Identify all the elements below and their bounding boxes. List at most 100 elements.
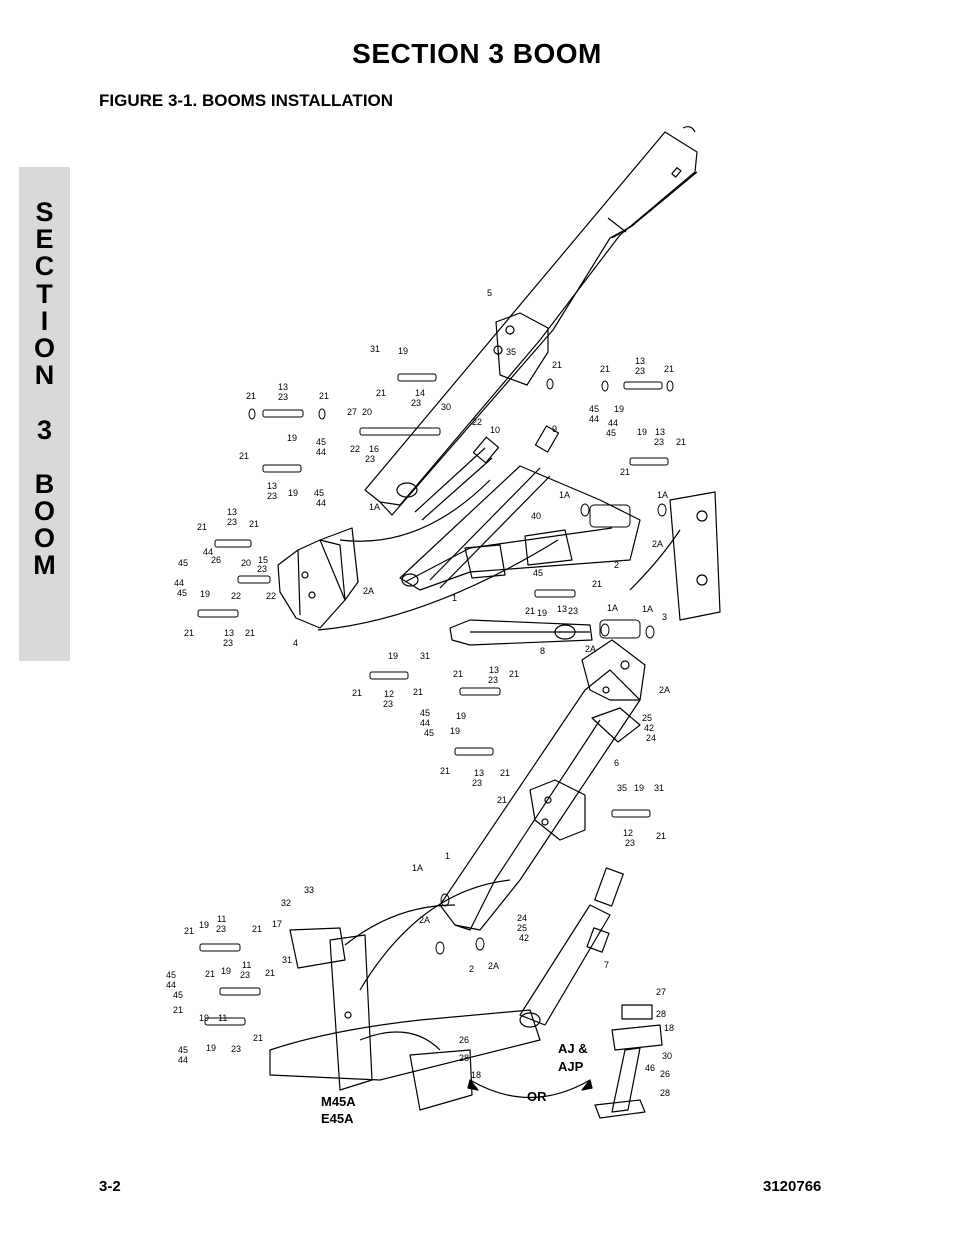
callout: 19 bbox=[388, 651, 398, 661]
side-tab-letter: T bbox=[36, 278, 53, 309]
callout: 28 bbox=[656, 1009, 666, 1019]
callout: 20 bbox=[362, 407, 372, 417]
callout: 19 bbox=[199, 1013, 209, 1023]
callout: 18 bbox=[471, 1070, 481, 1080]
callout: 2A bbox=[652, 539, 663, 549]
callout: 31 bbox=[282, 955, 292, 965]
callout: 21 bbox=[253, 1033, 263, 1043]
callout: 23 bbox=[654, 437, 664, 447]
callout: 3 bbox=[662, 612, 667, 622]
callout: 44 bbox=[589, 414, 599, 424]
document-number: 3120766 bbox=[763, 1178, 822, 1195]
callout: 9 bbox=[552, 424, 557, 434]
callout: 21 bbox=[246, 391, 256, 401]
callout: 8 bbox=[540, 646, 545, 656]
callout: 35 bbox=[617, 783, 627, 793]
callout: 19 bbox=[614, 404, 624, 414]
callout: 1 bbox=[452, 593, 457, 603]
side-tab-letter: O bbox=[33, 332, 55, 363]
callout: 1A bbox=[369, 502, 380, 512]
callout: 21 bbox=[205, 969, 215, 979]
callout: 21 bbox=[245, 628, 255, 638]
mid-boom bbox=[399, 465, 721, 621]
callout: 21 bbox=[525, 606, 535, 616]
callout: 2A bbox=[659, 685, 670, 695]
callout: 21 bbox=[440, 766, 450, 776]
callout-labels: 5 31 19 35 21 21 14 23 13 23 21 21 19 45… bbox=[166, 288, 686, 1098]
callout: 45 bbox=[177, 588, 187, 598]
callout: 42 bbox=[644, 723, 654, 733]
callout: 45 bbox=[173, 990, 183, 1000]
callout: 19 bbox=[637, 427, 647, 437]
variant-label-or: OR bbox=[527, 1089, 547, 1104]
variant-label-ajp: AJP bbox=[558, 1059, 584, 1074]
callout: 45 bbox=[420, 708, 430, 718]
callout: 23 bbox=[267, 491, 277, 501]
page-title: SECTION 3 BOOM bbox=[352, 38, 602, 69]
callout: 26 bbox=[660, 1069, 670, 1079]
callout: 1A bbox=[642, 604, 653, 614]
callout: 26 bbox=[211, 555, 221, 565]
callout: 45 bbox=[178, 558, 188, 568]
callout: 23 bbox=[625, 838, 635, 848]
callout: 19 bbox=[456, 711, 466, 721]
callout: 21 bbox=[676, 437, 686, 447]
callout: 44 bbox=[166, 980, 176, 990]
cylinder-7 bbox=[519, 867, 624, 1028]
turntable-base bbox=[269, 879, 541, 1111]
callout: 1A bbox=[412, 863, 423, 873]
callout: 12 bbox=[623, 828, 633, 838]
callout: 2A bbox=[363, 586, 374, 596]
callout: 23 bbox=[223, 638, 233, 648]
callout: 19 bbox=[206, 1043, 216, 1053]
callout: 11 bbox=[218, 1013, 227, 1023]
callout: 19 bbox=[634, 783, 644, 793]
side-tab-letter: B bbox=[34, 468, 55, 499]
callout: 22 bbox=[350, 444, 360, 454]
figure-title: FIGURE 3-1. BOOMS INSTALLATION bbox=[99, 91, 394, 110]
callout: 44 bbox=[316, 447, 326, 457]
callout: 27 bbox=[347, 407, 357, 417]
callout: 30 bbox=[441, 402, 451, 412]
side-tab-letter: O bbox=[33, 496, 55, 527]
callout: 21 bbox=[376, 388, 386, 398]
callout: 35 bbox=[506, 347, 516, 357]
callout: 13 bbox=[474, 768, 484, 778]
callout: 13 bbox=[267, 481, 277, 491]
callout: 44 bbox=[174, 578, 184, 588]
callout: 25 bbox=[642, 713, 652, 723]
callout: 44 bbox=[608, 418, 618, 428]
upper-boom bbox=[364, 126, 698, 516]
side-tab-letter: 3 bbox=[36, 414, 53, 445]
callout: 27 bbox=[656, 987, 666, 997]
callout: 23 bbox=[365, 454, 375, 464]
callout: 23 bbox=[635, 366, 645, 376]
callout: 10 bbox=[490, 425, 500, 435]
callout: 1A bbox=[559, 490, 570, 500]
callout: 15 bbox=[258, 555, 268, 565]
callout: 21 bbox=[352, 688, 362, 698]
or-arrow bbox=[469, 1079, 591, 1099]
side-tab-letter: O bbox=[33, 523, 55, 554]
callout: 21 bbox=[173, 1005, 183, 1015]
callout: 13 bbox=[557, 604, 567, 614]
lower-boom bbox=[439, 639, 646, 931]
callout: 22 bbox=[231, 591, 241, 601]
callout: 19 bbox=[287, 433, 297, 443]
callout: 28 bbox=[660, 1088, 670, 1098]
cylinder-upper bbox=[396, 425, 560, 589]
callout: 21 bbox=[497, 795, 507, 805]
callout: 24 bbox=[517, 913, 527, 923]
callout: 31 bbox=[654, 783, 664, 793]
callout: 30 bbox=[662, 1051, 672, 1061]
callout: 21 bbox=[664, 364, 674, 374]
callout: 13 bbox=[278, 382, 288, 392]
callout: 1 bbox=[445, 851, 450, 861]
callout: 19 bbox=[200, 589, 210, 599]
callout: 11 bbox=[242, 960, 251, 970]
callout: 45 bbox=[606, 428, 616, 438]
callout: 21 bbox=[552, 360, 562, 370]
callout: 44 bbox=[420, 718, 430, 728]
